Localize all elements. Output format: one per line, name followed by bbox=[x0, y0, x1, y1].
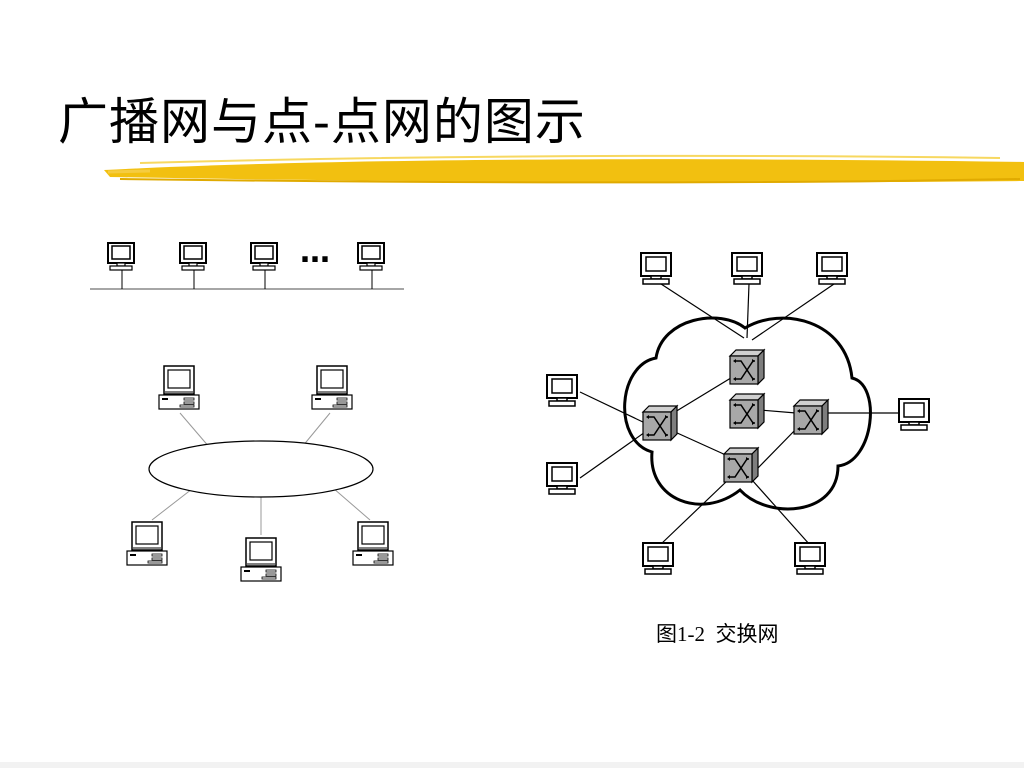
figure-caption: 图1-2 交换网 bbox=[656, 622, 779, 646]
switch-middle bbox=[729, 393, 765, 429]
ring-network bbox=[126, 365, 394, 582]
highlight-stroke bbox=[104, 154, 1024, 184]
ring-computer-2 bbox=[311, 365, 353, 410]
ring-computer-5 bbox=[352, 521, 394, 566]
switched-network bbox=[546, 252, 930, 575]
host-left-2 bbox=[546, 462, 578, 495]
ring-ellipse bbox=[148, 440, 374, 498]
switch-left bbox=[642, 405, 678, 441]
host-top-2 bbox=[731, 252, 763, 285]
ring-computer-3 bbox=[126, 521, 168, 566]
switch-top bbox=[729, 349, 765, 385]
bus-computer-4 bbox=[357, 242, 385, 289]
host-right bbox=[898, 398, 930, 431]
bus-network: … bbox=[90, 235, 404, 290]
host-bottom-1 bbox=[642, 542, 674, 575]
bus-ellipsis: … bbox=[300, 235, 330, 270]
ring-computer-4 bbox=[240, 537, 282, 582]
host-top-3 bbox=[816, 252, 848, 285]
slide-title: 广播网与点-点网的图示 bbox=[58, 93, 586, 151]
bus-computer-3 bbox=[250, 242, 278, 289]
bus-computer-1 bbox=[107, 242, 135, 289]
switch-right bbox=[793, 399, 829, 435]
host-left-1 bbox=[546, 374, 578, 407]
host-top-1 bbox=[640, 252, 672, 285]
bottom-bar bbox=[0, 762, 1024, 768]
switch-bottom bbox=[723, 447, 759, 483]
bus-computer-2 bbox=[179, 242, 207, 289]
ring-computer-1 bbox=[158, 365, 200, 410]
host-bottom-2 bbox=[794, 542, 826, 575]
